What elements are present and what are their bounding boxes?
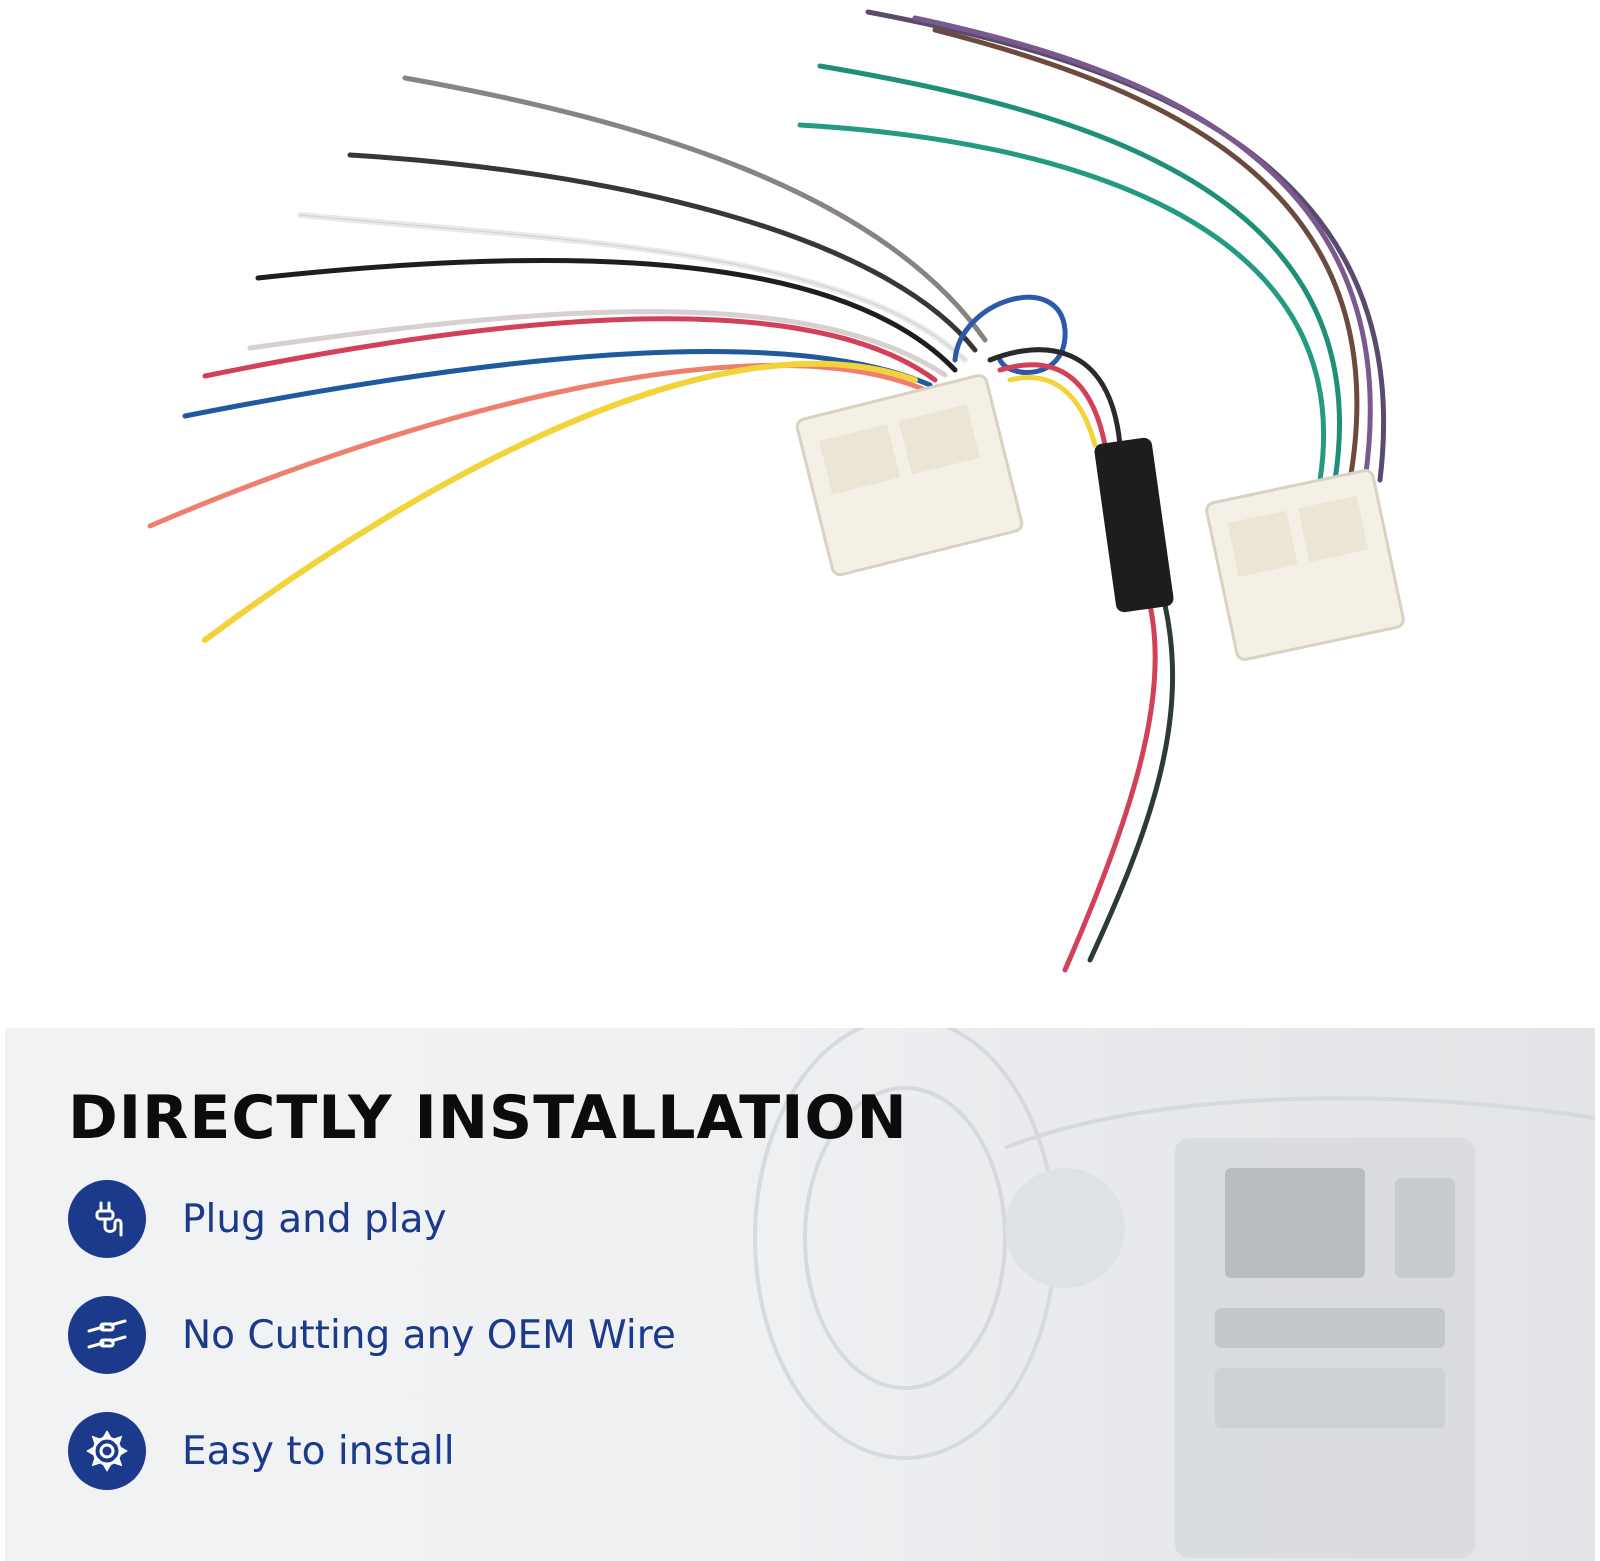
gear-icon	[68, 1412, 146, 1490]
feature-plug-and-play: Plug and play	[68, 1180, 447, 1258]
wiring-harness-image	[147, 9, 1405, 973]
feature-label: No Cutting any OEM Wire	[182, 1312, 676, 1358]
feature-easy-install: Easy to install	[68, 1412, 455, 1490]
feature-label: Plug and play	[182, 1196, 447, 1242]
feature-no-cutting: No Cutting any OEM Wire	[68, 1296, 676, 1374]
feature-label: Easy to install	[182, 1428, 455, 1474]
headline: DIRECTLY INSTALLATION	[68, 1083, 908, 1153]
no-cut-wire-icon	[68, 1296, 146, 1374]
car-dashboard-background	[753, 1028, 1595, 1558]
plug-icon	[68, 1180, 146, 1258]
product-image	[147, 9, 1405, 973]
feature-banner: DIRECTLY INSTALLATION Plug and play No C…	[5, 1028, 1595, 1561]
